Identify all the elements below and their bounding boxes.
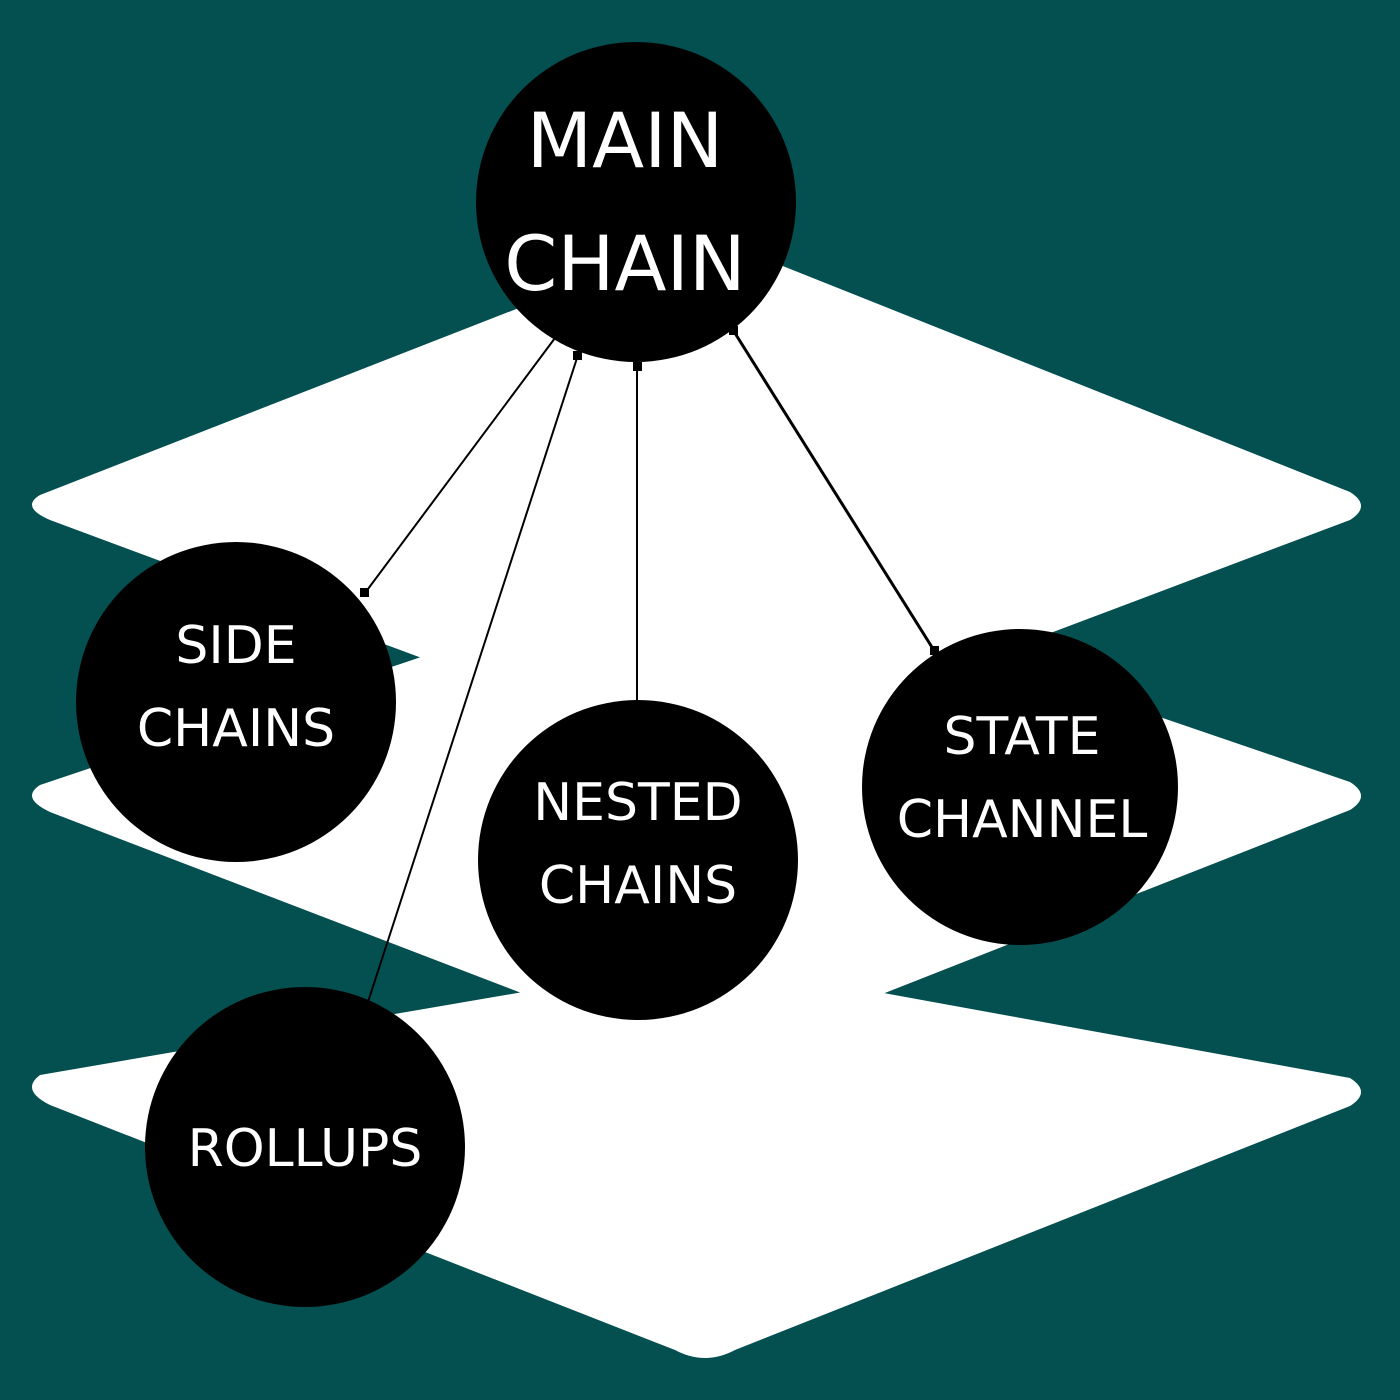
node-circle	[476, 42, 796, 362]
connector-main-to-rollups	[367, 354, 579, 1003]
connectors	[360, 326, 939, 1003]
node-label-line2: CHAIN	[504, 219, 745, 308]
node-label-line1: NESTED	[533, 773, 742, 833]
node-nested-chains[interactable]: NESTED CHAINS	[478, 700, 798, 1020]
node-circle	[145, 987, 465, 1307]
node-label-line2: CHAINS	[539, 856, 737, 916]
node-label-line1: MAIN	[527, 96, 724, 185]
connector-main-to-side-chains	[364, 337, 556, 594]
node-label-line1: STATE	[944, 707, 1101, 767]
connector-end-marker	[360, 588, 369, 597]
connector-end-marker	[729, 326, 738, 335]
node-circle	[478, 700, 798, 1020]
connector-end-marker	[573, 351, 582, 360]
node-main-chain[interactable]: MAIN CHAIN	[476, 42, 796, 362]
node-label-line1: SIDE	[175, 616, 296, 676]
connector-end-marker	[633, 362, 642, 371]
node-state-channel[interactable]: STATE CHANNEL	[862, 629, 1178, 945]
connector-main-to-state-channel	[731, 329, 937, 653]
connector-end-marker	[930, 646, 939, 655]
node-label-line1: ROLLUPS	[188, 1119, 423, 1179]
node-circle	[76, 542, 396, 862]
node-label-line2: CHANNEL	[897, 790, 1148, 850]
node-circle	[862, 629, 1178, 945]
node-label-line2: CHAINS	[137, 699, 335, 759]
node-side-chains[interactable]: SIDE CHAINS	[76, 542, 396, 862]
node-rollups[interactable]: ROLLUPS	[145, 987, 465, 1307]
